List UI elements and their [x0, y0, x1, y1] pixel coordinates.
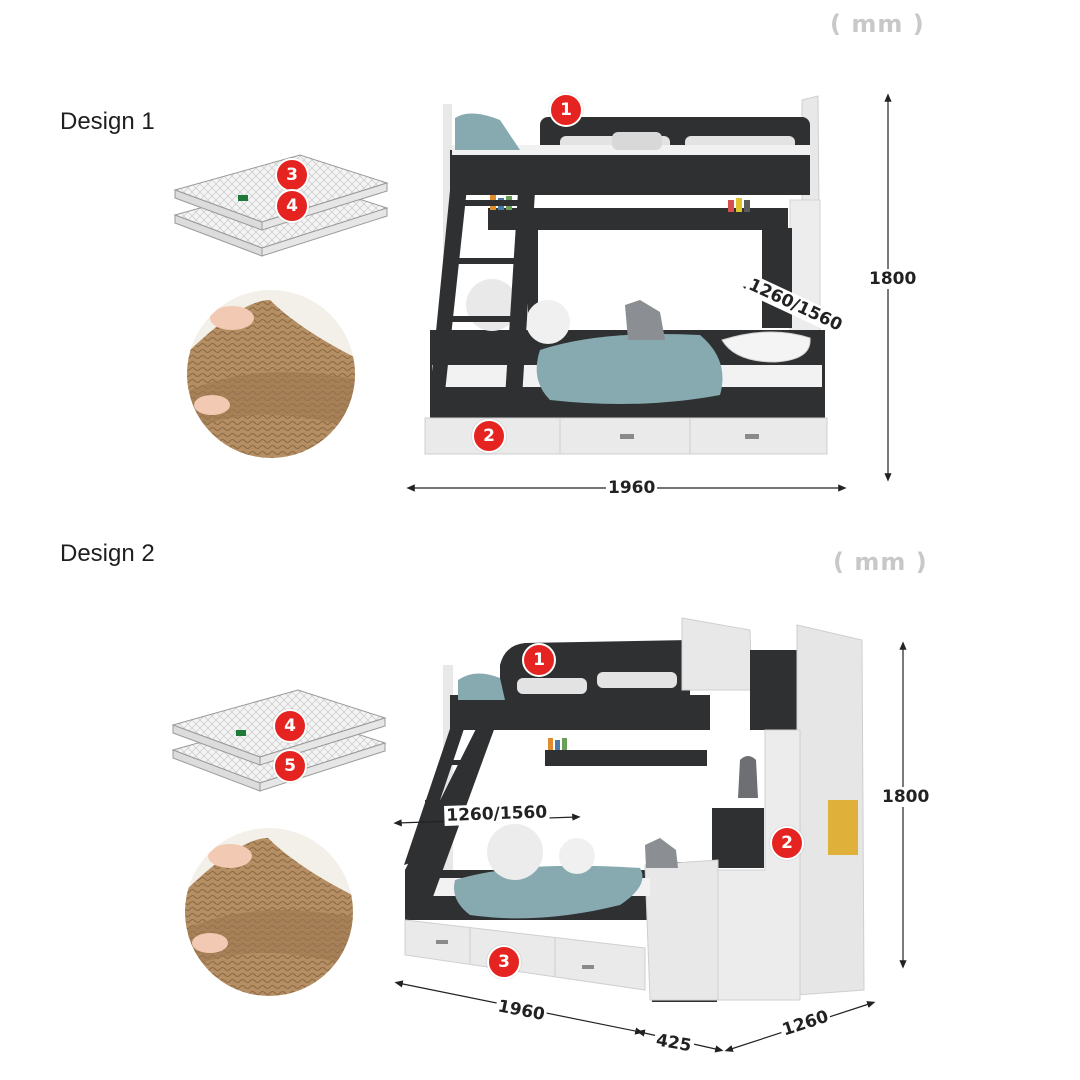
design-1-title: Design 1	[60, 108, 155, 135]
design-1-coir-layer-image	[187, 290, 355, 458]
design-2-unit-label: ( mm )	[833, 548, 928, 576]
design-1-badge-top-bunk: 1	[549, 93, 583, 127]
design-1-height-label: 1800	[867, 269, 919, 289]
design-1-badge-mattress-top: 3	[275, 158, 309, 192]
design-2-badge-top-bunk: 1	[522, 643, 556, 677]
design-2-bunk-bed	[404, 617, 865, 1002]
design-2-badge-drawers: 3	[487, 945, 521, 979]
design-2-depth-label: 1260/1560	[444, 802, 550, 826]
design-2-title: Design 2	[60, 540, 155, 567]
design-2-badge-stair-cabinet: 2	[770, 826, 804, 860]
design-2-badge-mattress-bottom: 5	[273, 749, 307, 783]
design-2-badge-mattress-top: 4	[273, 709, 307, 743]
design-1-width-label: 1960	[606, 478, 658, 498]
design-1-unit-label: ( mm )	[830, 10, 925, 38]
design-2-coir-layer-image	[185, 828, 353, 996]
design-1-bunk-bed	[424, 95, 828, 455]
design-1-badge-drawers: 2	[472, 419, 506, 453]
design-1-badge-mattress-bottom: 4	[275, 189, 309, 223]
design-2-height-label: 1800	[880, 787, 932, 807]
